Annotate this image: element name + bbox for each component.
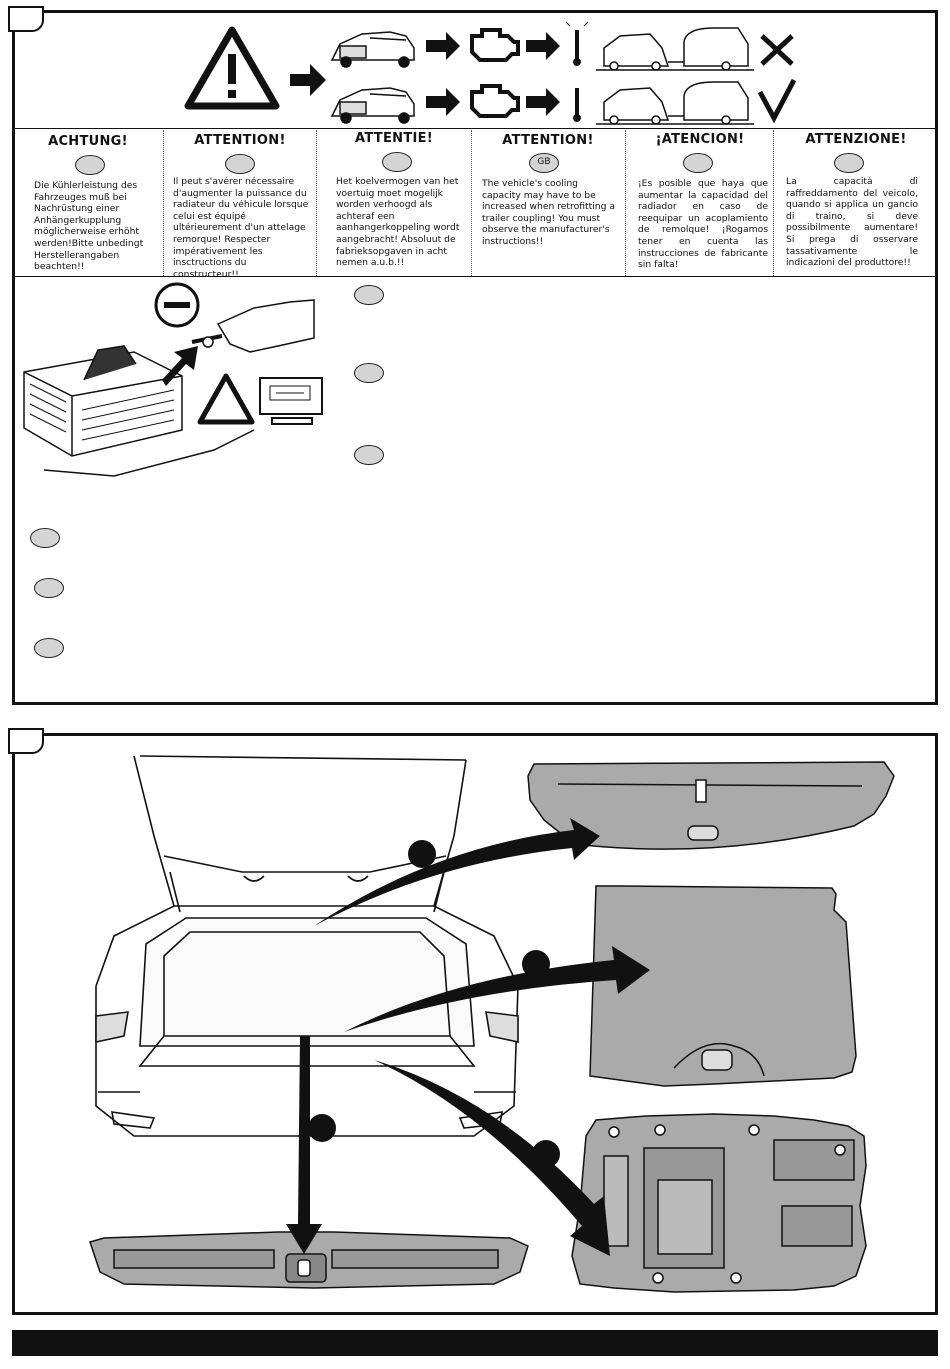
car-with-caravan-1 (596, 27, 754, 71)
arrow-right-icon (426, 88, 460, 116)
arrow-right-icon (526, 32, 560, 60)
language-badge-fr (225, 154, 255, 174)
boot-floor-cover (589, 885, 857, 1087)
arrow-right-icon (426, 32, 460, 60)
bumper-trim-strip (89, 1231, 529, 1289)
warning-text-es: ¡Es posible que haya que aumentar la cap… (638, 178, 768, 271)
step-dot-4 (532, 1140, 560, 1168)
divider-top (12, 128, 938, 129)
cross-icon (760, 34, 794, 66)
car-front-view-1 (330, 31, 415, 68)
language-badge-nl (382, 152, 412, 172)
step-tab-2 (8, 728, 44, 754)
storage-tray (571, 1113, 867, 1293)
thermometer-icon (573, 88, 581, 122)
step-dot-1 (408, 840, 436, 868)
column-divider (773, 130, 774, 276)
car-with-caravan-2 (596, 81, 754, 125)
hand-wrench-icon (191, 299, 315, 353)
language-badge-de (75, 155, 105, 175)
step-dot-3 (308, 1114, 336, 1142)
warning-triangle-icon (197, 373, 255, 425)
language-badge (354, 363, 384, 383)
warning-heading-es: ¡ATENCION! (655, 132, 745, 147)
language-badge (34, 638, 64, 658)
check-icon (757, 78, 797, 124)
divider-middle (12, 276, 938, 277)
radio-icon (259, 377, 323, 425)
step-tab-1 (8, 6, 44, 32)
warning-text-fr: Il peut s'avérer nécessaire d'augmenter … (173, 176, 309, 280)
cooling-illustration (184, 21, 797, 125)
warning-text-gb: The vehicle's cooling capacity may have … (482, 178, 615, 247)
language-badge-gb: GB (529, 153, 559, 173)
warning-text-nl: Het koelvermogen van het voertuig moet m… (336, 176, 460, 269)
column-divider (163, 130, 164, 276)
column-divider (316, 130, 317, 276)
car-front-view-2 (330, 87, 415, 124)
language-badge (354, 285, 384, 305)
panel-cooling-warning (12, 10, 938, 705)
step-dot-2 (522, 950, 550, 978)
arrow-up-right-icon (162, 346, 198, 386)
arrow-to-storage-tray (374, 1060, 610, 1256)
engine-icon (470, 84, 520, 118)
language-badge (30, 528, 60, 548)
arrow-to-parcel-shelf (314, 818, 600, 926)
battery-disconnect-illustration (23, 282, 323, 477)
warning-triangle-icon (184, 26, 280, 110)
thermometer-icon (565, 21, 589, 66)
trunk-removal-illustration (89, 755, 895, 1293)
language-badge (34, 578, 64, 598)
warning-text-it: La capacità di raffreddamento del veicol… (786, 176, 918, 269)
warning-heading-it: ATTENZIONE! (805, 132, 907, 147)
warning-heading-nl: ATTENTIE! (354, 131, 434, 146)
panel-remove-trunk-parts (12, 733, 938, 1315)
language-badge (354, 445, 384, 465)
arrow-to-bumper-trim (286, 1036, 322, 1254)
engine-icon (470, 28, 520, 62)
minus-terminal-icon (154, 282, 200, 328)
language-badge-es (683, 153, 713, 173)
arrow-right-icon (526, 88, 560, 116)
arrow-right-icon (290, 64, 326, 96)
language-badge-it (834, 153, 864, 173)
warning-heading-fr: ATTENTION! (194, 133, 286, 148)
warning-heading-gb: ATTENTION! (502, 133, 594, 148)
warning-heading-de: ACHTUNG! (48, 134, 128, 149)
warning-text-de: Die Kühlerleistung des Fahrzeuges muß be… (34, 180, 144, 273)
column-divider (471, 130, 472, 276)
column-divider (625, 130, 626, 276)
footer-bar (12, 1330, 938, 1356)
battery-icon (23, 345, 255, 477)
arrow-to-floor-cover (344, 946, 650, 1032)
